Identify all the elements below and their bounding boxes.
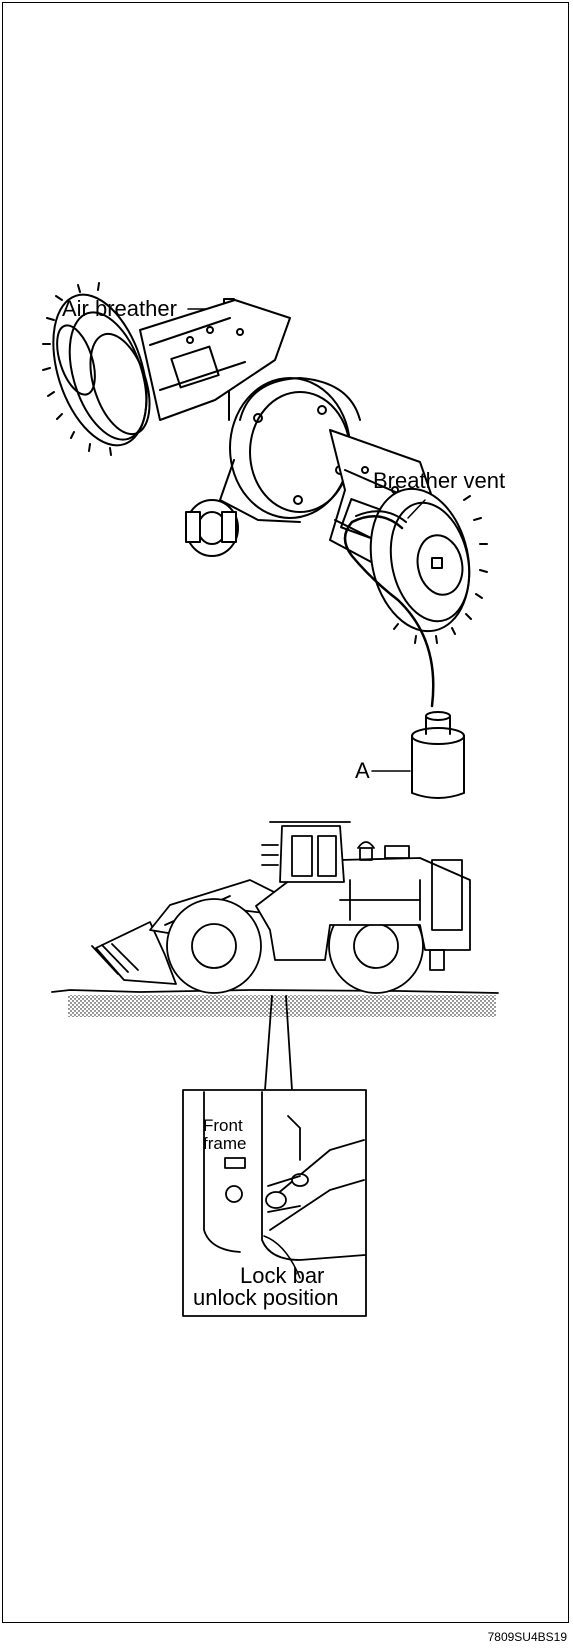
lock-bar-inset	[182, 1089, 367, 1317]
left-wheel-hub	[42, 282, 151, 456]
left-axle-housing	[139, 299, 291, 421]
front-frame-label-line2: frame	[203, 1134, 247, 1153]
loader-cab	[261, 821, 351, 883]
loader-bucket	[91, 921, 177, 985]
breather-vent-tube	[343, 499, 435, 708]
inset-callout-lines	[264, 995, 293, 1091]
figure-code: 7809SU4BS19	[487, 1630, 567, 1644]
right-wheel-hub	[369, 487, 488, 644]
input-yoke	[185, 499, 239, 557]
differential-housing	[219, 377, 361, 523]
lock-bar-label-line1: Lock bar	[240, 1263, 325, 1288]
container-a	[371, 711, 465, 799]
front-wheel	[166, 898, 262, 994]
air-breather-label: Air breather	[62, 296, 177, 321]
page-frame	[2, 2, 569, 1623]
front-frame-label-line1: Front	[203, 1116, 243, 1135]
container-a-label: A	[355, 758, 370, 783]
ground	[51, 989, 499, 1017]
lock-bar-label-line2: unlock position	[193, 1285, 339, 1310]
loader-top-details	[357, 841, 410, 861]
breather-vent-label: Breather vent	[373, 468, 506, 493]
